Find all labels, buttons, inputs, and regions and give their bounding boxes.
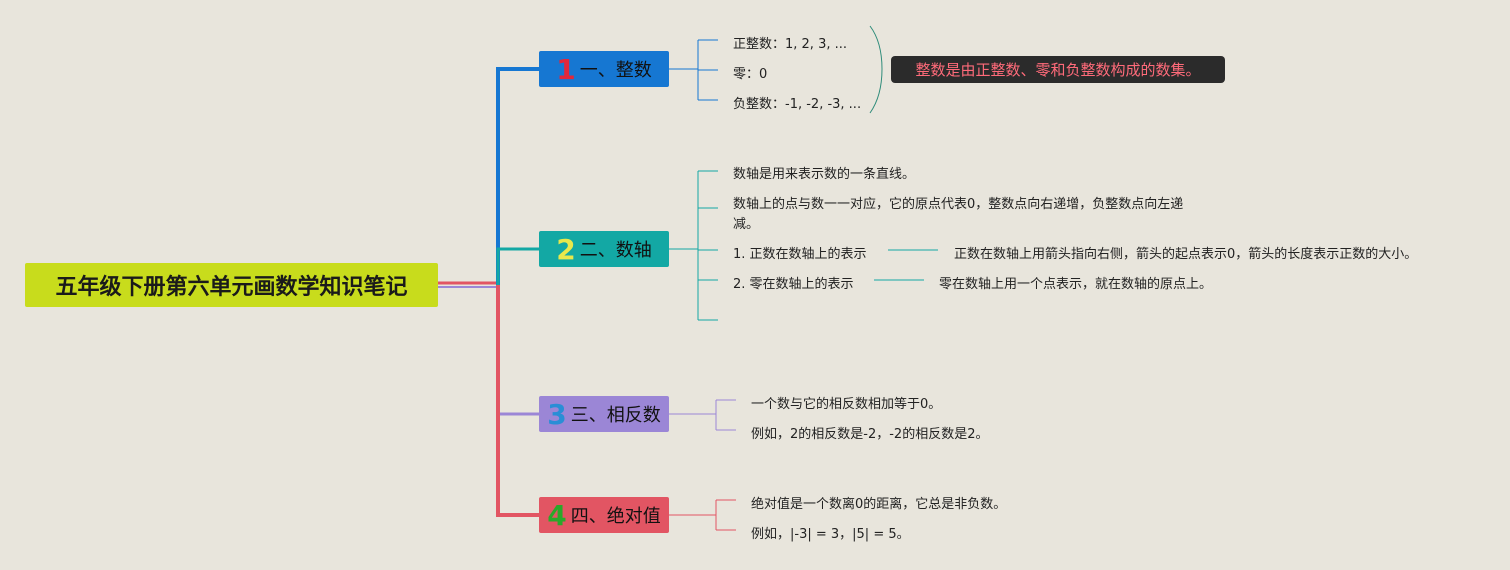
leaf-zero-on-line[interactable]: 2. 零在数轴上的表示	[733, 277, 854, 292]
summary-note[interactable]: 整数是由正整数、零和负整数构成的数集。	[891, 56, 1225, 83]
branch-title: 四、绝对值	[570, 506, 661, 527]
branch-title: 三、相反数	[570, 405, 661, 426]
branch-number: 3	[547, 397, 567, 431]
leaf-positive-on-line[interactable]: 1. 正数在数轴上的表示	[733, 247, 867, 262]
branch-number: 4	[547, 498, 567, 532]
leaf-opposite-def[interactable]: 一个数与它的相反数相加等于0。	[751, 397, 942, 412]
root-topic[interactable]: 五年级下册第六单元画数学知识笔记	[25, 263, 438, 307]
leaf-zero[interactable]: 零：0	[733, 67, 768, 82]
branch-title: 二、数轴	[579, 240, 652, 261]
branch-title: 一、整数	[579, 60, 652, 81]
leaf-absolute-def[interactable]: 绝对值是一个数离0的距离，它总是非负数。	[751, 497, 1007, 512]
root-title: 五年级下册第六单元画数学知识笔记	[55, 275, 408, 300]
branch-number: 2	[556, 232, 576, 266]
branch-number: 1	[556, 52, 576, 86]
detail-positive-on-line[interactable]: 正数在数轴上用箭头指向右侧，箭头的起点表示0，箭头的长度表示正数的大小。	[954, 247, 1418, 262]
leaf-positive-integers[interactable]: 正整数：1, 2, 3, ...	[733, 37, 848, 52]
leaf-opposite-example[interactable]: 例如，2的相反数是-2，-2的相反数是2。	[751, 427, 989, 442]
detail-zero-on-line[interactable]: 零在数轴上用一个点表示，就在数轴的原点上。	[939, 277, 1213, 292]
branch-opposite-numbers[interactable]: 3 三、相反数	[539, 396, 669, 432]
branch-integers[interactable]: 1 一、整数	[539, 51, 669, 87]
leaf-number-line-points-cont: 减。	[733, 217, 760, 232]
branch-number-line[interactable]: 2 二、数轴	[539, 231, 669, 267]
leaf-number-line-def[interactable]: 数轴是用来表示数的一条直线。	[733, 167, 916, 182]
summary-text: 整数是由正整数、零和负整数构成的数集。	[915, 61, 1201, 79]
leaf-number-line-points[interactable]: 数轴上的点与数一一对应，它的原点代表0，整数点向右递增，负整数点向左递	[733, 197, 1184, 212]
leaf-negative-integers[interactable]: 负整数：-1, -2, -3, ...	[733, 97, 862, 112]
branch-absolute-value[interactable]: 4 四、绝对值	[539, 497, 669, 533]
leaf-absolute-example[interactable]: 例如，|-3| = 3，|5| = 5。	[751, 527, 910, 542]
